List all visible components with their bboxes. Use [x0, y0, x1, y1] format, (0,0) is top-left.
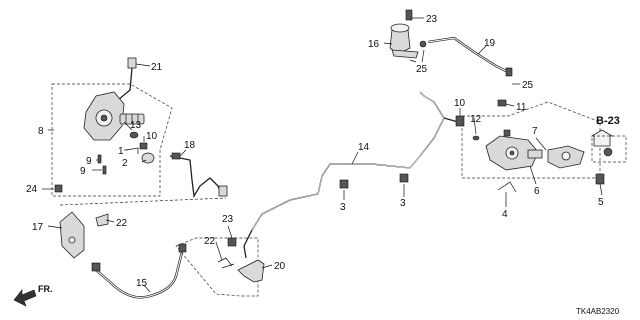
callout-6: 6 — [534, 186, 540, 197]
callout-17: 17 — [32, 222, 44, 233]
callout-19: 19 — [484, 38, 496, 49]
reference-label-b23: B-23 — [596, 115, 620, 127]
callout-14: 14 — [358, 142, 370, 153]
direction-label-front: FR. — [38, 284, 53, 294]
callout-15: 15 — [136, 278, 148, 289]
callout-4: 4 — [502, 209, 508, 220]
callout-3-right: 3 — [400, 198, 406, 209]
reference-b23-drawing — [590, 129, 627, 163]
slave-cylinder-group-outline — [461, 101, 601, 179]
callout-10-left: 10 — [146, 131, 158, 142]
callout-11: 11 — [516, 102, 527, 113]
leader-lines — [42, 17, 603, 293]
callout-3-left: 3 — [340, 202, 346, 213]
callout-18: 18 — [184, 140, 196, 151]
callout-9-lower: 9 — [80, 166, 86, 177]
callout-25-left: 25 — [416, 64, 428, 75]
reservoir-group-drawing — [389, 9, 513, 77]
callout-7: 7 — [532, 126, 538, 137]
callout-24: 24 — [26, 184, 38, 195]
bracket-17-drawing — [59, 211, 109, 259]
callout-21: 21 — [151, 62, 163, 73]
diagram-code: TK4AB2320 — [576, 307, 620, 316]
callout-22-lower: 22 — [204, 236, 216, 247]
callout-5: 5 — [598, 197, 604, 208]
callout-13: 13 — [130, 120, 142, 131]
callout-25-right: 25 — [522, 80, 534, 91]
front-direction-arrow — [13, 289, 37, 307]
callout-16: 16 — [368, 39, 380, 50]
pipe-14-drawing — [243, 91, 465, 259]
hose-18-drawing — [169, 152, 228, 198]
callout-labels: 8 21 13 1 2 10 9 9 18 24 17 22 15 14 3 3… — [26, 14, 620, 316]
callout-12: 12 — [470, 114, 482, 125]
callout-22-left: 22 — [116, 218, 128, 229]
callout-10-right: 10 — [454, 98, 466, 109]
callout-8: 8 — [38, 126, 44, 137]
callout-9-upper: 9 — [86, 156, 92, 167]
bracket-20-drawing — [217, 237, 265, 283]
slave-cylinder-drawing — [472, 99, 605, 193]
hose-15-drawing — [91, 243, 187, 299]
callout-23-upper: 23 — [426, 14, 438, 25]
clips-3-drawing — [339, 173, 409, 189]
callout-2: 2 — [122, 158, 128, 169]
callout-20: 20 — [274, 261, 286, 272]
callout-1: 1 — [118, 146, 124, 157]
master-cylinder-drawing — [54, 57, 155, 193]
callout-23-lower: 23 — [222, 214, 234, 225]
